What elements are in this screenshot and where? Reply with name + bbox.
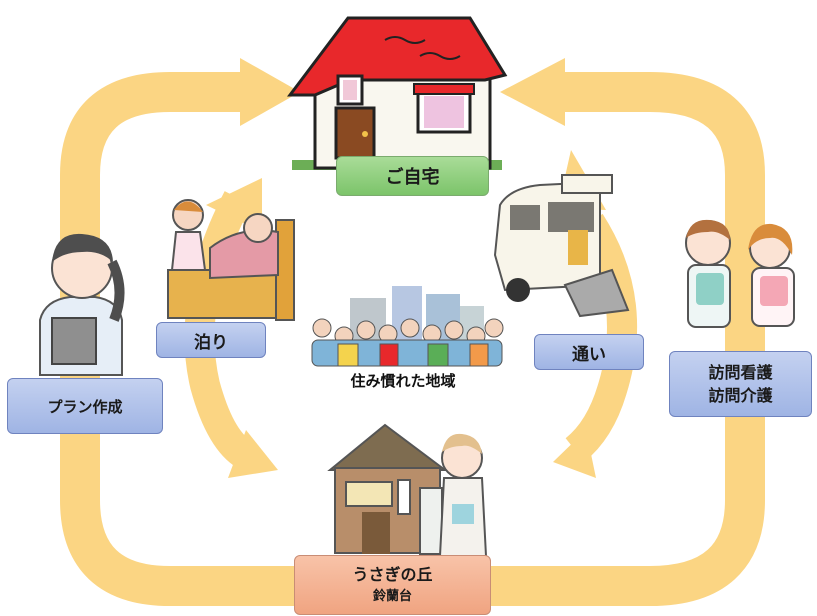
arrow-head-right-to-home <box>500 58 565 126</box>
facility-house-illustration <box>327 423 488 557</box>
arrow-head-commute-down <box>553 430 596 478</box>
bed-care-illustration <box>167 199 295 321</box>
node-stay: 泊り <box>156 322 266 358</box>
facility-line-2: 鈴蘭台 <box>372 589 412 605</box>
inner-arrow-commute <box>565 213 638 462</box>
visit-line-1: 訪問看護 <box>708 362 773 382</box>
arrow-head-left-to-home <box>240 58 300 126</box>
node-plan: プラン作成 <box>7 378 163 434</box>
node-commute: 通い <box>534 334 644 370</box>
node-home: ご自宅 <box>336 156 489 196</box>
facility-line-1: うさぎの丘 <box>352 565 433 585</box>
welfare-van-illustration <box>493 174 630 318</box>
node-visit-care: 訪問看護 訪問介護 <box>669 351 812 417</box>
outer-arrow-right <box>470 72 765 606</box>
visit-line-2: 訪問介護 <box>708 386 773 405</box>
nurse-pair-illustration <box>685 219 795 328</box>
node-facility: うさぎの丘 鈴蘭台 <box>294 555 491 615</box>
community-crowd-illustration <box>311 286 504 367</box>
arrow-head-stay-down <box>228 430 278 478</box>
house-illustration <box>286 16 508 170</box>
center-caption: 住み慣れた地域 <box>350 372 456 390</box>
caregiver-clipboard-illustration <box>39 233 125 376</box>
